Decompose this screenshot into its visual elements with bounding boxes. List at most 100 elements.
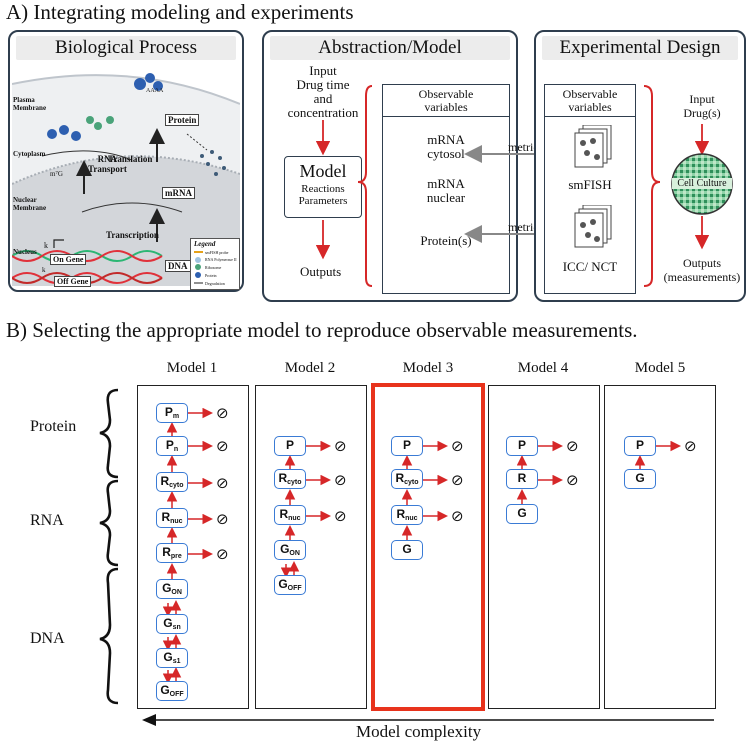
experimental-design-panel: Experimental Design Observable variables…: [534, 30, 746, 302]
cell-culture-label: Cell Culture: [672, 178, 732, 189]
legend-item: Ribosome: [205, 265, 222, 270]
model-4-label: Model 4: [517, 360, 569, 376]
model-observables-header: Observable variables: [383, 85, 509, 117]
degradation-symbol: ⊘: [334, 437, 347, 455]
legend-item: smFISH probe: [205, 250, 229, 255]
abstraction-model-panel: Abstraction/Model Input Drug time and co…: [262, 30, 518, 302]
legend-item: Degradation: [205, 281, 225, 286]
model-3-label: Model 3: [402, 360, 454, 376]
node-r-nuc: Rnuc: [156, 508, 188, 528]
cap-label: m⁷G: [50, 170, 63, 178]
model-5-column[interactable]: [604, 385, 716, 709]
metric-label-top: metric: [508, 140, 539, 154]
smfish-image-stack: [574, 125, 612, 168]
model-observables-box: Observable variables mRNA cytosol mRNA n…: [382, 84, 510, 294]
node-r-cyto: Rcyto: [274, 469, 306, 489]
cytoplasm-label: Cytoplasm: [13, 150, 46, 158]
model-5-label: Model 5: [634, 360, 686, 376]
node-p: P: [391, 436, 423, 456]
node-r-cyto: Rcyto: [391, 469, 423, 489]
node-g-on: GON: [274, 540, 306, 560]
obs-mrna-nuclear: mRNA nuclear: [426, 176, 466, 205]
exp-observables-header: Observable variables: [545, 85, 635, 117]
node-r: R: [506, 469, 538, 489]
off-gene-box: Off Gene: [54, 276, 92, 287]
category-protein: Protein: [30, 418, 77, 435]
node-p: P: [506, 436, 538, 456]
node-r-nuc: Rnuc: [274, 505, 306, 525]
node-p-m: Pm: [156, 403, 188, 423]
bio-legend: Legend smFISH probe RNA Polymerase II Ri…: [190, 238, 240, 290]
model-1-column[interactable]: [137, 385, 249, 709]
model-3-column-highlighted[interactable]: [371, 383, 485, 711]
degradation-symbol: ⊘: [216, 437, 229, 455]
degradation-symbol: ⊘: [216, 510, 229, 528]
degradation-symbol: ⊘: [566, 471, 579, 489]
exp-outputs-label: Outputs (measurements): [663, 256, 741, 284]
biological-process-panel: Biological Process: [8, 30, 244, 292]
section-a-title: A) Integrating modeling and experiments: [6, 0, 354, 24]
node-g-off: GOFF: [156, 681, 188, 701]
degradation-symbol: ⊘: [451, 437, 464, 455]
model-complexity-label: Model complexity: [356, 722, 482, 741]
degradation-symbol: ⊘: [216, 545, 229, 563]
input-drug-label: Input Drug time and concentration: [287, 63, 359, 120]
node-g: G: [506, 504, 538, 524]
legend-icons: [194, 251, 203, 284]
node-g-s1: Gs1: [156, 648, 188, 668]
rna-transport-label: RNA Transport: [88, 154, 127, 174]
transcription-label: Transcription: [106, 230, 159, 240]
model-2-label: Model 2: [284, 360, 336, 376]
icc-nct-label: ICC/ NCT: [562, 259, 618, 274]
degradation-symbol: ⊘: [451, 507, 464, 525]
polya-label: AAAA: [146, 88, 164, 94]
legend-item: RNA Polymerase II: [205, 257, 237, 262]
smfish-label: smFISH: [568, 177, 612, 192]
exp-observables-box: Observable variables smFISH ICC/ NCT: [544, 84, 636, 294]
nuclear-membrane-label: Nuclear Membrane: [13, 196, 47, 212]
node-g-off: GOFF: [274, 575, 306, 595]
model-outputs-label: Outputs: [300, 264, 342, 279]
model-1-label: Model 1: [166, 360, 218, 376]
biological-process-header: Biological Process: [16, 36, 236, 60]
mrna-box: mRNA: [162, 187, 195, 199]
degradation-symbol: ⊘: [566, 437, 579, 455]
degradation-symbol: ⊘: [684, 437, 697, 455]
node-p: P: [624, 436, 656, 456]
model-2-column[interactable]: [255, 385, 367, 709]
degradation-symbol: ⊘: [216, 474, 229, 492]
exp-input-label: Input Drug(s): [683, 92, 721, 120]
obs-mrna-cytosol: mRNA cytosol: [427, 132, 465, 161]
on-gene-box: On Gene: [50, 254, 87, 265]
k-on-label: k: [44, 241, 48, 250]
node-g-on: GON: [156, 579, 188, 599]
category-rna: RNA: [30, 512, 64, 529]
degradation-symbol: ⊘: [216, 404, 229, 422]
icc-image-stack: [574, 205, 612, 248]
plasma-membrane-label: Plasma Membrane: [13, 96, 47, 112]
node-r-nuc: Rnuc: [391, 505, 423, 525]
legend-title: Legend: [194, 240, 216, 248]
model-subtitle: Reactions Parameters: [298, 183, 348, 207]
degradation-symbol: ⊘: [451, 471, 464, 489]
experimental-design-header: Experimental Design: [542, 36, 738, 60]
node-p-n: Pn: [156, 436, 188, 456]
node-p: P: [274, 436, 306, 456]
legend-item: Protein: [205, 273, 217, 278]
node-g: G: [624, 469, 656, 489]
node-g-sn: Gsn: [156, 614, 188, 634]
translation-label: Translation: [108, 154, 153, 164]
model-title: Model: [299, 161, 347, 181]
nucleus-label: Nucleus: [13, 248, 37, 256]
k-off-label: k: [42, 266, 46, 274]
category-braces: [99, 388, 119, 705]
abstraction-arrows: [315, 85, 373, 287]
obs-proteins: Protein(s): [420, 233, 472, 248]
degradation-symbol: ⊘: [334, 471, 347, 489]
node-r-pre: Rpre: [156, 543, 188, 563]
node-r-cyto: Rcyto: [156, 472, 188, 492]
abstraction-model-header: Abstraction/Model: [270, 36, 510, 60]
protein-box: Protein: [165, 114, 200, 126]
node-g: G: [391, 540, 423, 560]
